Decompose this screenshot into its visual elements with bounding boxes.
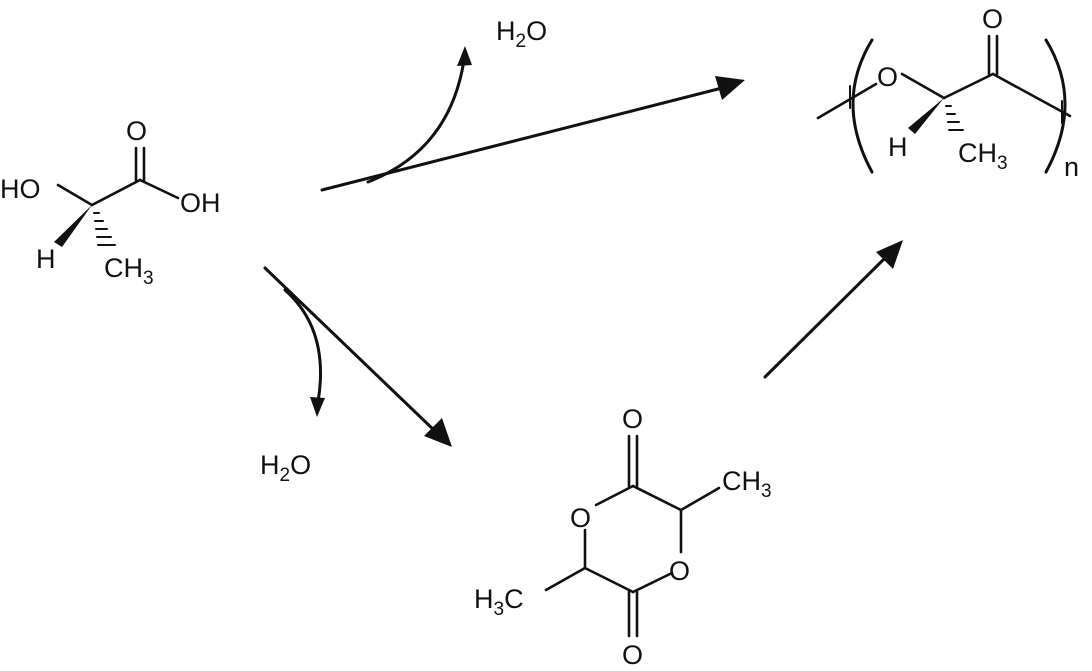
- wedge-bond-h: [54, 205, 92, 247]
- right-bracket: [1044, 38, 1067, 174]
- lactic-acid-methyl-label: CH3: [104, 253, 154, 289]
- lactide-molecule: O O O O CH3 H3C: [474, 404, 772, 670]
- polymer-h-label: H: [888, 132, 908, 162]
- ring-bond-4: [583, 566, 635, 594]
- arrow-polycondensation: [320, 46, 745, 192]
- polymer-chain-bond-left: [816, 82, 878, 120]
- lactic-acid-h-label: H: [36, 244, 56, 274]
- polymer-wedge-bond: [908, 98, 944, 134]
- lactic-acid-molecule: HO O OH H CH3: [0, 116, 221, 289]
- bond-c-oh: [138, 178, 180, 200]
- lactide-methyl-right-label: CH3: [722, 466, 772, 502]
- bond-ho-c: [56, 183, 94, 207]
- polymer-bond-c-carbonyl: [942, 72, 995, 100]
- polymer-ester-o-label: O: [877, 62, 898, 92]
- arrow-head-lower: [424, 418, 452, 447]
- left-bracket: [851, 38, 874, 174]
- polymer-hash-bond: [945, 105, 964, 131]
- bond-c-carboxyl: [90, 178, 142, 207]
- water-label-bottom: H2O: [260, 450, 311, 486]
- side-arrow-water-top: [366, 58, 466, 184]
- ring-bond-3: [631, 571, 674, 594]
- polymer-bond-o-c: [900, 72, 946, 100]
- lactic-acid-ho-label: HO: [0, 174, 41, 204]
- polymer-methyl-label: CH3: [958, 138, 1008, 174]
- repeat-unit-subscript: n: [1064, 152, 1079, 182]
- polymer-chain-bond-right: [991, 72, 1072, 118]
- lactide-ring-o-right-label: O: [669, 556, 690, 586]
- water-label-top: H2O: [496, 16, 547, 52]
- lactide-top-carbonyl-o-label: O: [622, 404, 643, 434]
- lactide-methyl-left-label: H3C: [474, 584, 524, 620]
- methyl-bond-left: [544, 566, 587, 592]
- lactide-ring-o-left-label: O: [570, 503, 591, 533]
- ring-bond-1: [631, 484, 683, 512]
- polymer-carbonyl-o-label: O: [982, 4, 1003, 34]
- lactic-acid-carbonyl-o-label: O: [126, 116, 147, 146]
- side-arrow-water-bottom: [283, 288, 322, 404]
- ring-bond-6: [594, 484, 635, 507]
- polylactide-molecule: O O H CH3 n: [816, 4, 1079, 182]
- arrow-dimerization: [263, 266, 452, 447]
- lactic-acid-oh-label: OH: [180, 188, 221, 218]
- methyl-bond-right: [679, 486, 721, 512]
- arrow-head-ring-opening: [876, 240, 903, 269]
- arrow-ring-opening: [763, 240, 903, 379]
- hash-bond-methyl: [93, 212, 116, 246]
- lactide-bottom-carbonyl-o-label: O: [622, 640, 643, 670]
- arrow-head-top: [715, 76, 745, 100]
